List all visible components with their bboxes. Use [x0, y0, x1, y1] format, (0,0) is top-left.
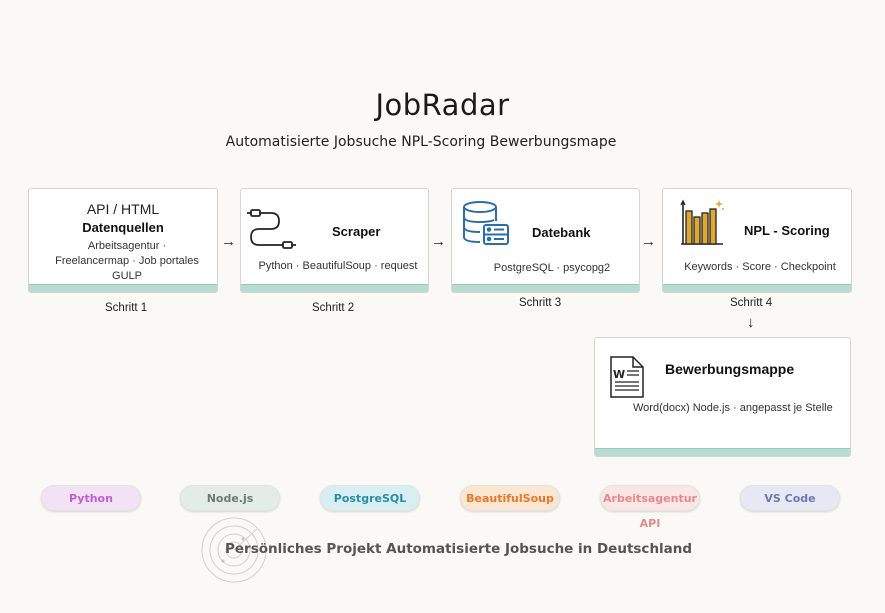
tech-pill-arbeitsagentur-api: Arbeitsagentur API: [600, 485, 700, 530]
step-label-4: Schritt 4: [730, 297, 773, 309]
footer-text: Persönliches Projekt Automatisierte Jobs…: [225, 541, 693, 557]
datenquellen-desc-2: Freelancermap · Job portales: [55, 255, 199, 267]
arrow-2-3: →: [431, 233, 446, 250]
scraper-desc: Python · BeautifulSoup · request: [258, 260, 418, 272]
tech-pill-nodejs: Node.js: [180, 485, 280, 511]
datenquellen-desc-1: Arbeitsagentur ·: [87, 240, 167, 252]
scoring-card: NPL - Scoring Keywords · Score · Checkpo…: [662, 188, 852, 293]
tech-pill-vscode: VS Code: [740, 485, 840, 511]
page-subtitle: Automatisierte Jobsuche NPL-Scoring Bewe…: [225, 134, 617, 150]
step-label-1: Schritt 1: [105, 302, 148, 314]
radar-watermark-icon: [201, 517, 267, 583]
step-label-2: Schritt 2: [312, 302, 355, 314]
datenquellen-title: Datenquellen: [82, 220, 164, 235]
bewerbung-desc: Word(docx) Node.js · angepasst je Stelle: [633, 402, 833, 414]
step-label-3: Schritt 3: [519, 297, 562, 309]
datebank-desc: PostgreSQL · psycopg2: [493, 262, 611, 274]
scoring-desc: Keywords · Score · Checkpoint: [684, 261, 836, 273]
svg-text:W: W: [613, 368, 625, 381]
database-icon: [463, 201, 509, 245]
datebank-title: Datebank: [532, 225, 591, 240]
tech-pill-postgresql: PostgreSQL: [320, 485, 420, 511]
datenquellen-card: API / HTML Datenquellen Arbeitsagentur ·…: [28, 188, 218, 293]
tech-pill-beautifulsoup: BeautifulSoup: [460, 485, 560, 511]
scraper-title: Scraper: [332, 224, 381, 239]
arrow-3-4: →: [641, 233, 656, 250]
bewerbung-card: W Bewerbungsmappe Word(docx) Node.js · a…: [594, 337, 851, 457]
arrow-1-2: →: [221, 233, 236, 250]
scoring-title: NPL - Scoring: [744, 223, 830, 238]
word-document-icon: W: [610, 356, 644, 398]
scraper-card: Scraper Python · BeautifulSoup · request: [240, 188, 429, 293]
datenquellen-line1: API / HTML: [86, 201, 160, 217]
bewerbung-title: Bewerbungsmappe: [665, 361, 795, 377]
page-title: JobRadar: [375, 88, 510, 122]
datebank-card: Datebank PostgreSQL · psycopg2: [451, 188, 640, 293]
arrow-4-5: ↓: [747, 314, 755, 331]
tech-pill-python: Python: [41, 485, 141, 511]
datenquellen-desc-3: GULP: [112, 270, 142, 282]
bar-chart-icon: [680, 199, 724, 245]
cable-icon: [247, 209, 296, 249]
